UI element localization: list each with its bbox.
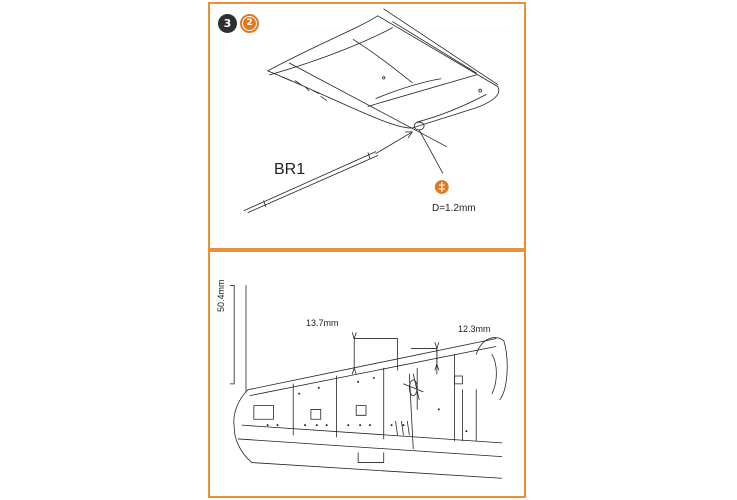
instruction-panel-top: 3 2	[208, 2, 526, 250]
part-label: BR1	[274, 161, 306, 178]
sub-step-badge: 2	[240, 14, 259, 33]
step-number-badge: 3	[218, 14, 237, 33]
dimension-label-1: 13.7mm	[306, 318, 339, 328]
instruction-panel-bottom: 13.7mm 12.3mm 50.4mm	[208, 250, 526, 498]
dimension-label-3: 50.4mm	[216, 279, 226, 312]
drill-size-label: D=1.2mm	[432, 203, 476, 214]
dimension-label-2: 12.3mm	[458, 324, 491, 334]
fuselage-drawing	[229, 285, 508, 479]
wing-assembly-drawing	[243, 8, 500, 213]
